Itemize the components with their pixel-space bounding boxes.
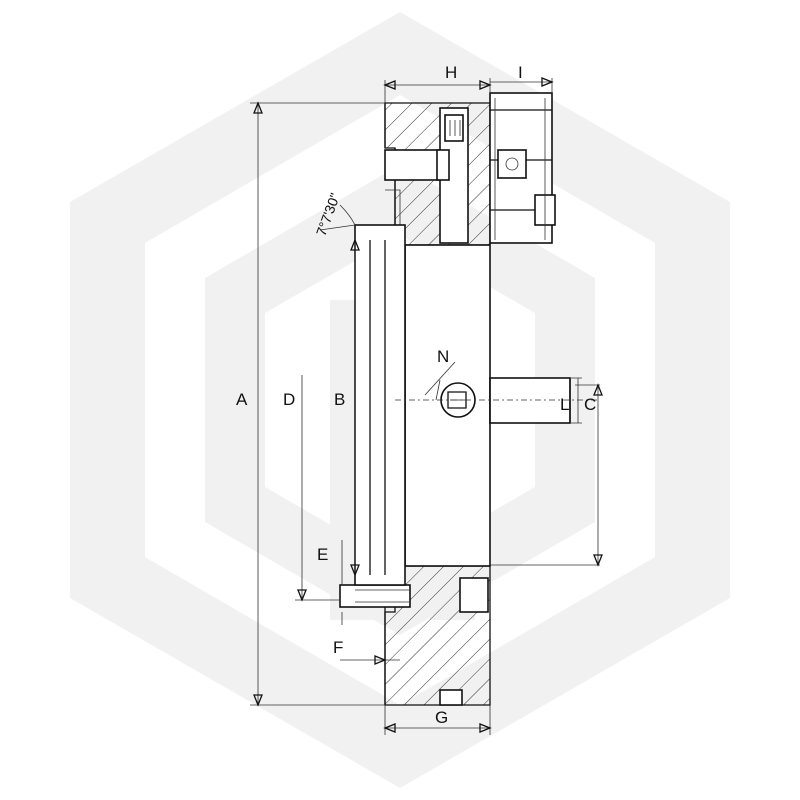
dim-label-I: I xyxy=(518,63,523,82)
dim-label-H: H xyxy=(445,63,457,82)
dimension-lines xyxy=(250,77,603,735)
dim-label-C: C xyxy=(584,395,596,414)
dim-label-F: F xyxy=(333,638,343,657)
bore-plate xyxy=(354,224,406,586)
dim-label-D: D xyxy=(283,390,295,409)
dim-label-B: B xyxy=(334,390,345,409)
dim-label-G: G xyxy=(435,708,448,727)
dim-label-N: N xyxy=(437,347,449,366)
dim-label-L: L xyxy=(560,395,569,414)
dim-label-A: A xyxy=(236,390,248,409)
dim-label-E: E xyxy=(317,545,328,564)
